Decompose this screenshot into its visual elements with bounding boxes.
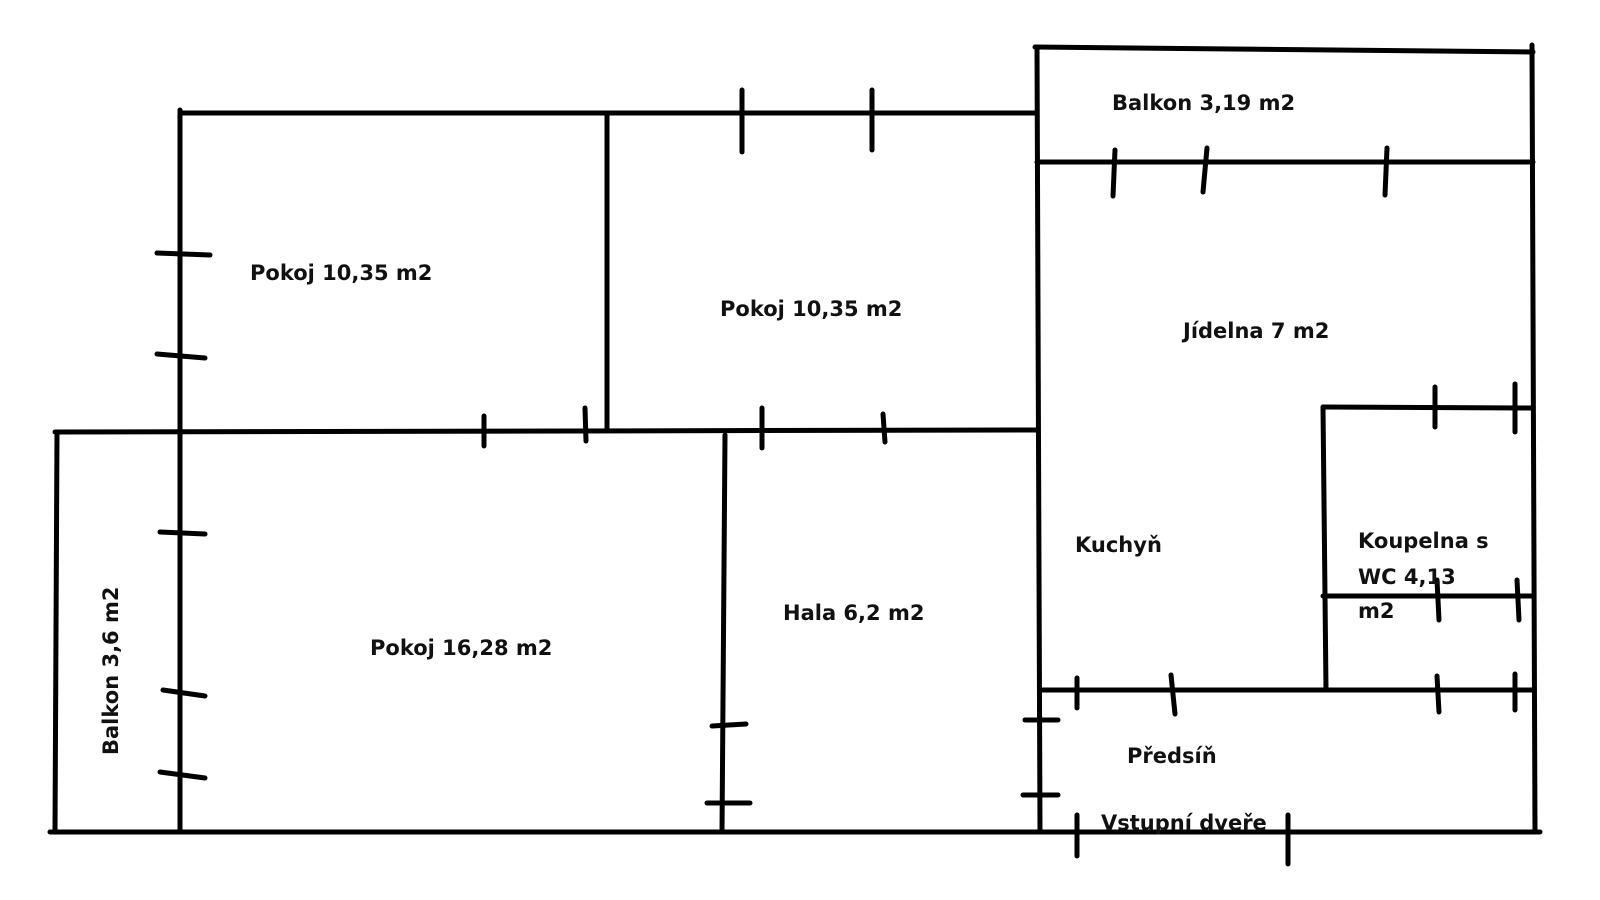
door-mark	[1110, 147, 1118, 199]
wall	[52, 429, 60, 835]
label-pokoj-1: Pokoj 10,35 m2	[250, 261, 432, 285]
label-pokoj-2: Pokoj 10,35 m2	[720, 297, 902, 321]
door-mark	[1382, 145, 1390, 198]
wall	[52, 427, 1041, 435]
door-marks	[154, 87, 1522, 867]
room-labels: Balkon 3,19 m2 Pokoj 10,35 m2 Pokoj 10,3…	[99, 91, 1489, 835]
label-balkon-top: Balkon 3,19 m2	[1112, 91, 1295, 115]
door-mark	[154, 250, 213, 258]
label-balkon-left: Balkon 3,6 m2	[99, 587, 123, 755]
label-jidelna: Jídelna 7 m2	[1181, 319, 1329, 343]
label-kuchyn: Kuchyň	[1075, 533, 1162, 557]
label-vstupni-dvere: Vstupní dveře	[1101, 811, 1267, 835]
door-mark	[1514, 577, 1522, 623]
door-mark	[1168, 672, 1178, 717]
door-mark	[880, 411, 888, 445]
door-mark	[160, 687, 208, 699]
door-mark	[157, 529, 208, 537]
wall	[1529, 42, 1538, 835]
door-mark	[582, 405, 589, 444]
label-predsin: Předsíň	[1127, 744, 1217, 768]
door-mark	[1434, 673, 1442, 715]
walls	[47, 42, 1543, 835]
wall	[1034, 45, 1043, 835]
door-mark	[157, 769, 208, 781]
door-mark	[709, 721, 749, 729]
label-pokoj-3: Pokoj 16,28 m2	[370, 636, 552, 660]
door-mark	[1200, 145, 1210, 195]
label-hala: Hala 6,2 m2	[783, 601, 924, 625]
door-mark	[154, 351, 208, 361]
label-koupelna-2: WC 4,13	[1358, 565, 1456, 589]
door-mark	[1434, 577, 1442, 623]
wall	[1320, 404, 1536, 411]
wall	[1032, 44, 1536, 55]
label-koupelna-3: m2	[1358, 599, 1395, 623]
label-koupelna-1: Koupelna s	[1358, 529, 1489, 553]
wall	[1320, 404, 1329, 693]
wall	[719, 432, 728, 835]
